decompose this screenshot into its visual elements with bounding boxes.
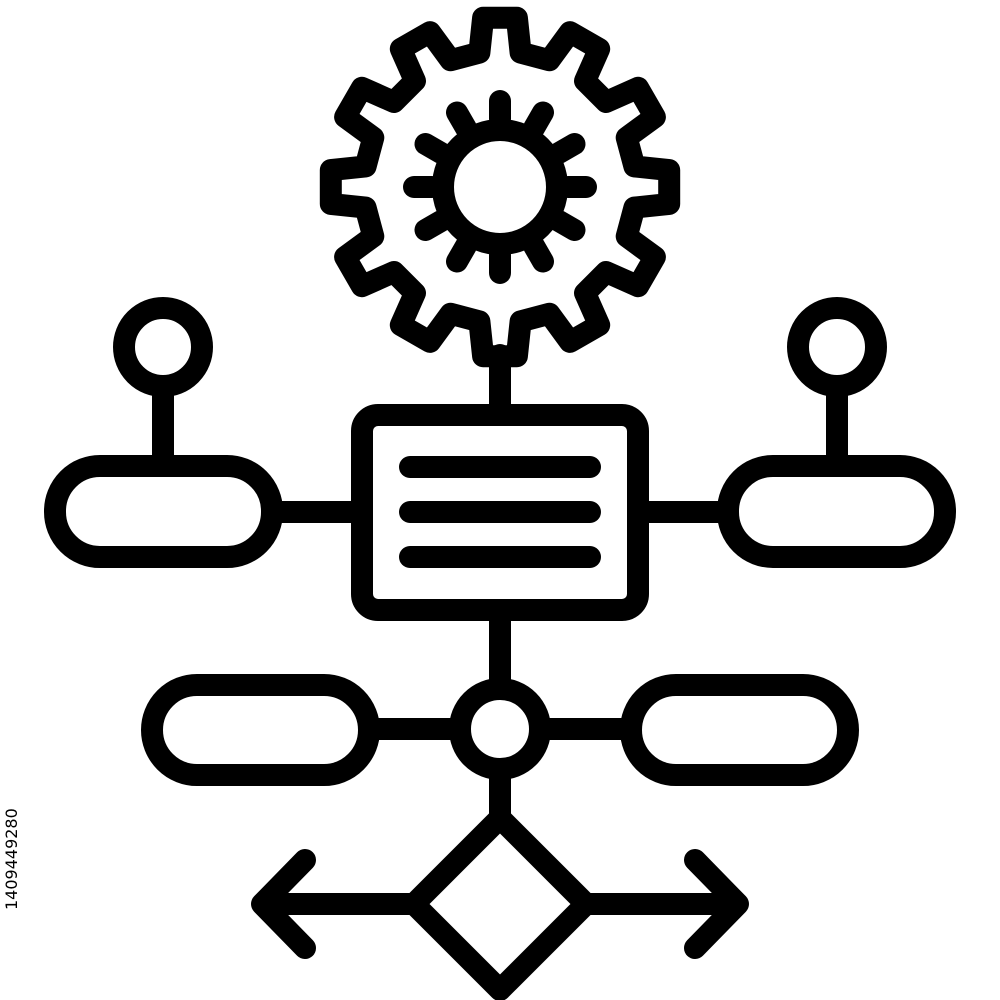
virus-spike-tip: [490, 263, 510, 283]
right-upper-pill: [717, 455, 956, 568]
virus-spike-tip: [490, 91, 510, 111]
decision-diamond: [403, 807, 597, 1000]
left-upper-pill: [44, 455, 283, 568]
virus-spike-tip: [533, 102, 553, 123]
virus-spike-tip: [404, 177, 424, 197]
virus-spike-tip: [447, 102, 467, 123]
right-arrow-head: [684, 849, 749, 959]
virus-icon: [403, 90, 597, 284]
virus-core: [432, 119, 568, 255]
left-lower-pill: [141, 674, 380, 786]
gear-icon: [319, 6, 681, 368]
virus-spike-tip: [564, 134, 585, 154]
virus-spikes: [403, 90, 597, 284]
virus-spike-tip: [564, 220, 585, 240]
right-lower-pill: [620, 674, 859, 786]
virus-spike-tip: [447, 251, 467, 272]
junction-circle: [449, 678, 551, 780]
right-node-circle: [787, 297, 887, 397]
left-node-circle: [113, 297, 213, 397]
stock-id-label: 1409449280: [2, 808, 21, 910]
virus-spike-tip: [576, 177, 596, 197]
left-arrow-head: [251, 849, 316, 959]
virus-spike-tip: [415, 220, 436, 240]
virus-spike-tip: [533, 251, 553, 272]
virus-spike-tip: [415, 134, 436, 154]
